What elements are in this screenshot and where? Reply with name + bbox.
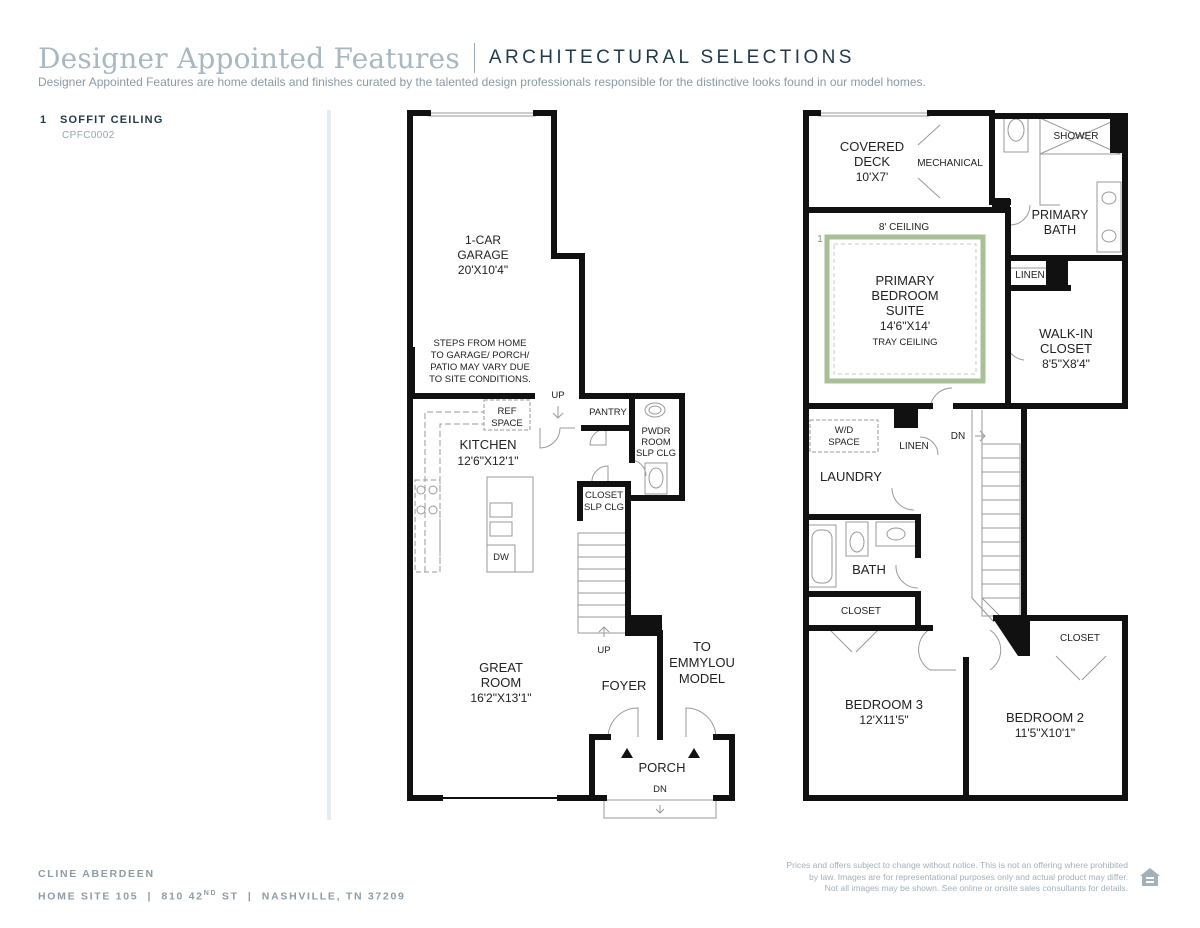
garage-size: 20'X10'4" <box>458 263 508 277</box>
linen-upper-label: LINEN <box>1015 270 1044 281</box>
steps-note-3: PATIO MAY VARY DUE <box>430 362 530 373</box>
covered-deck-label: COVERED <box>840 139 904 154</box>
primary-bath-label-1: PRIMARY <box>1032 208 1089 222</box>
footer-address: CLINE ABERDEEN HOME SITE 105 | 810 42ND … <box>38 865 406 907</box>
dn-label: DN <box>951 431 965 442</box>
address-line: HOME SITE 105 | 810 42ND ST | NASHVILLE,… <box>38 890 406 903</box>
equal-housing-icon <box>1140 868 1160 886</box>
pantry-label: PANTRY <box>589 407 627 418</box>
pwdr-label-1: PWDR <box>641 426 670 437</box>
primary-bath-label-2: BATH <box>1044 223 1076 237</box>
closet-b3-label: CLOSET <box>841 606 881 617</box>
walk-in-size: 8'5"X8'4" <box>1042 357 1090 371</box>
dn-porch-label: DN <box>653 784 667 795</box>
first-floor-plan: 1-CAR GARAGE 20'X10'4" STEPS FROM HOME T… <box>407 110 735 819</box>
feature-name: SOFFIT CEILING <box>60 114 164 126</box>
second-floor-plan: COVERED DECK 10'X7' MECHANICAL SHOWER PR… <box>803 110 1128 801</box>
porch-label: PORCH <box>639 760 686 775</box>
kitchen-label: KITCHEN <box>459 437 516 452</box>
foyer-label: FOYER <box>602 678 647 693</box>
street-suffix: ND <box>203 890 218 897</box>
ref-space-label-1: REF <box>498 406 517 417</box>
page-subtitle: ARCHITECTURAL SELECTIONS <box>488 47 855 68</box>
to-model-2: EMMYLOU <box>669 655 735 670</box>
closet-slp-label-1: CLOSET <box>585 490 623 501</box>
disclaimer-line: Prices and offers subject to change with… <box>786 860 1128 870</box>
home-site: HOME SITE 105 <box>38 890 139 903</box>
feature-code: CPFC0002 <box>62 130 115 141</box>
primary-suite-size: 14'6"X14' <box>880 319 930 333</box>
title-divider <box>473 43 475 73</box>
feature-item: 1 SOFFIT CEILING CPFC0002 <box>40 114 164 141</box>
steps-note-2: TO GARAGE/ PORCH/ <box>431 350 530 361</box>
up-garage-label: UP <box>551 390 564 401</box>
disclaimer-line: Not all images may be shown. See online … <box>824 883 1128 893</box>
shower-label: SHOWER <box>1054 131 1099 142</box>
garage-label-2: GARAGE <box>457 248 508 262</box>
pwdr-label-3: SLP CLG <box>636 448 676 459</box>
page-title: Designer Appointed Features <box>38 41 460 75</box>
street-number: 810 42 <box>161 890 204 903</box>
feature-number: 1 <box>40 114 47 126</box>
divider-bar <box>327 110 331 820</box>
column-block <box>628 615 662 635</box>
closet-slp-label-2: SLP CLG <box>584 502 624 513</box>
primary-suite-line3: SUITE <box>886 303 925 318</box>
primary-suite-line2: BEDROOM <box>871 288 938 303</box>
walk-in-line2: CLOSET <box>1040 341 1092 356</box>
bedroom2-size: 11'5"X10'1" <box>1015 726 1075 740</box>
covered-deck-label-2: DECK <box>854 154 890 169</box>
city: NASHVILLE, TN 37209 <box>261 890 406 903</box>
wd-space-1: W/D <box>835 425 854 436</box>
soffit-ceiling-outline <box>824 234 986 384</box>
bedroom3-label: BEDROOM 3 <box>845 697 923 712</box>
steps-note-1: STEPS FROM HOME <box>434 338 527 349</box>
tray-ceiling-note: TRAY CEILING <box>872 337 937 348</box>
street-name: ST <box>217 890 239 903</box>
ref-space-label-2: SPACE <box>491 418 523 429</box>
page-header: Designer Appointed Features ARCHITECTURA… <box>38 38 855 78</box>
disclaimer: Prices and offers subject to change with… <box>708 860 1128 895</box>
community-name: CLINE ABERDEEN <box>38 868 155 880</box>
up-stair-label: UP <box>597 645 610 656</box>
garage-label: 1-CAR <box>465 233 501 247</box>
bedroom2-label: BEDROOM 2 <box>1006 710 1084 725</box>
covered-deck-size: 10'X7' <box>856 170 889 184</box>
ceiling-8-label: 8' CEILING <box>879 222 929 233</box>
pwdr-label-2: ROOM <box>641 437 671 448</box>
steps-note-4: TO SITE CONDITIONS. <box>429 374 531 385</box>
step-block <box>407 347 415 396</box>
great-room-label: GREAT <box>479 660 523 675</box>
wd-space-2: SPACE <box>828 437 860 448</box>
great-room-label-2: ROOM <box>481 675 521 690</box>
great-room-size: 16'2"X13'1" <box>470 691 531 705</box>
soffit-marker: 1 <box>817 234 823 245</box>
mechanical-label: MECHANICAL <box>917 158 983 169</box>
dw-label: DW <box>493 552 509 563</box>
to-model-1: TO <box>693 639 711 654</box>
disclaimer-line: by law. Images are for representational … <box>809 871 1128 882</box>
to-model-3: MODEL <box>679 671 725 686</box>
bath-label: BATH <box>852 562 886 577</box>
primary-suite-line1: PRIMARY <box>876 273 935 288</box>
bedroom3-size: 12'X11'5" <box>859 713 908 727</box>
kitchen-size: 12'6"X12'1" <box>457 454 518 468</box>
closet-b2-label: CLOSET <box>1060 633 1100 644</box>
walk-in-line1: WALK-IN <box>1039 326 1093 341</box>
linen-lower-label: LINEN <box>899 441 928 452</box>
laundry-label: LAUNDRY <box>820 469 882 484</box>
page-description: Designer Appointed Features are home det… <box>38 75 926 89</box>
feature-list: 1 SOFFIT CEILING CPFC0002 <box>40 114 164 141</box>
